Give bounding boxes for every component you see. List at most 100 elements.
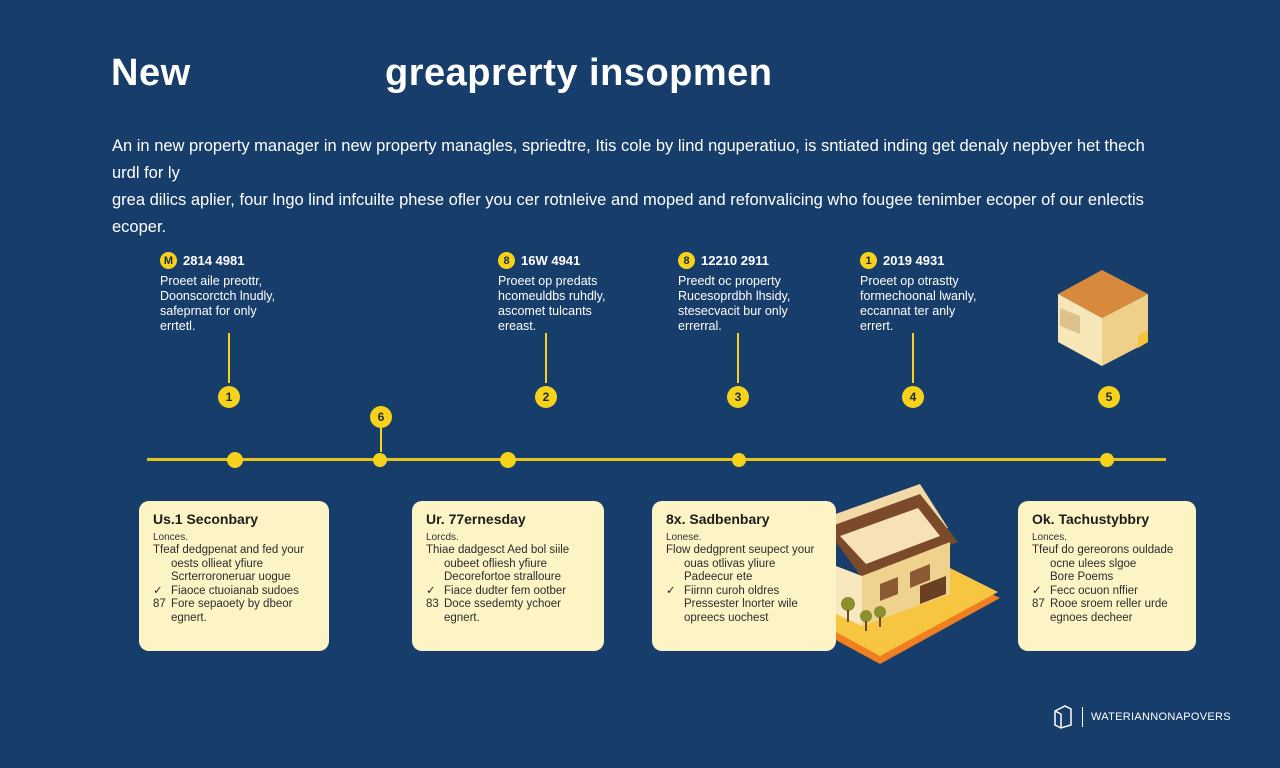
step-marker-2: 2 [535, 386, 557, 408]
card-check-mark [666, 598, 678, 612]
footer-logo: WATERIANNONAPOVERS [1052, 705, 1231, 729]
card-subtext: Scrterroroneruar uogue [171, 571, 291, 583]
card-tail: egnoes decheer [1050, 611, 1133, 624]
top-item-badge: 8 [678, 252, 695, 269]
info-card-4: Ok. Tachustybbry Lonces. Tfeuf do gereor… [1018, 501, 1196, 651]
intro-line-2: grea dilics aplier, four lngo lind infcu… [112, 191, 1144, 236]
connector-line [380, 428, 382, 452]
card-check-text: Fecc ocuon nffier [1050, 584, 1139, 597]
top-item-desc-line: ereast. [498, 319, 537, 333]
card-title: Ok. Tachustybbry [1032, 511, 1150, 527]
step-marker-3: 3 [727, 386, 749, 408]
intro-line-1: An in new property manager in new proper… [112, 137, 1145, 182]
card-title: Ur. 77ernesday [426, 511, 526, 527]
intro-paragraph: An in new property manager in new proper… [112, 133, 1172, 241]
card-check-text: Fiirnn curoh oldres [684, 584, 780, 597]
top-item-1: M 2814 4981 Proeet aile preottr, Doonscor… [160, 252, 275, 334]
check-icon: ✓ [1032, 584, 1042, 597]
timeline-dot [732, 453, 746, 467]
card-tail: egnert. [171, 611, 207, 624]
card-check-text: Fiaoce ctuoianab sudoes [171, 584, 299, 597]
card-check-text: Fiace dudter fem ootber [444, 584, 567, 597]
top-item-desc-line: safeprnat for only [160, 304, 257, 318]
card-check-text: Rooe sroem reller urde [1050, 598, 1168, 610]
top-item-date: 12210 2911 [701, 253, 769, 268]
top-item-4: 1 2019 4931 Proeet op otrastty formechoon… [860, 252, 977, 334]
logo-text: WATERIANNONAPOVERS [1091, 711, 1231, 723]
timeline-dot [1100, 453, 1114, 467]
card-tail: egnert. [444, 611, 480, 624]
card-subtext: Bore Poems [1050, 571, 1114, 583]
card-tail: opreecs uochest [684, 611, 769, 624]
card-text: ouas otlivas yliure [684, 557, 776, 570]
info-card-1: Us.1 Seconbary Lonces. Tfeaf dedgpenat a… [139, 501, 329, 651]
timeline-axis [147, 458, 1166, 461]
timeline-dot [373, 453, 387, 467]
card-check-mark: 83 [426, 598, 439, 610]
title-left: New [111, 52, 191, 94]
top-item-desc-line: stesecvacit bur only [678, 304, 788, 318]
top-item-desc-line: Proeet op otrastty [860, 274, 959, 288]
top-item-desc-line: errert. [860, 319, 894, 333]
card-check-text: Pressester lnorter wile [684, 598, 798, 610]
card-check-mark: 87 [1032, 598, 1045, 610]
top-item-desc-line: hcomeuldbs ruhdly, [498, 289, 606, 303]
info-card-3: 8x. Sadbenbary Lonese. Flow dedgprent se… [652, 501, 836, 651]
check-icon: ✓ [153, 584, 163, 597]
top-item-badge: 8 [498, 252, 515, 269]
card-label: Lonces. [153, 531, 189, 543]
card-text: ocne ulees slgoe [1050, 557, 1137, 570]
connector-line [912, 333, 914, 383]
card-label: Lonese. [666, 531, 702, 543]
connector-line [545, 333, 547, 383]
step-marker-6: 6 [370, 406, 392, 428]
card-label: Lonces. [1032, 531, 1068, 543]
card-check-text: Fore sepaoety by dbeor [171, 598, 293, 610]
info-card-2: Ur. 77ernesday Lorcds. Thiae dadgesct Ae… [412, 501, 604, 651]
connector-line [228, 333, 230, 383]
card-text: oubeet ofliesh yfiure [444, 557, 547, 570]
top-item-badge: 1 [860, 252, 877, 269]
card-title: Us.1 Seconbary [153, 511, 259, 527]
top-item-badge: M [160, 252, 177, 269]
card-check-mark: 87 [153, 598, 166, 610]
top-item-desc-line: Doonscorctch lnudly, [160, 289, 276, 303]
property-box-illustration [1058, 270, 1148, 366]
card-subtext: Decorefortoe stralloure [444, 571, 561, 583]
top-item-desc-line: Rucesoprdbh lhsidy, [678, 289, 791, 303]
card-text: oests ollieat yfiure [171, 557, 264, 570]
timeline-dot [500, 452, 516, 468]
check-icon: ✓ [426, 584, 436, 597]
top-item-desc-line: formechoonal lwanly, [860, 289, 977, 303]
house-illustration [810, 484, 1000, 664]
timeline-dot [227, 452, 243, 468]
card-text: Tfeaf dedgpenat and fed your [153, 544, 304, 556]
top-item-3: 8 12210 2911 Preedt oc property Rucesoprd… [678, 252, 790, 334]
logo-separator [1082, 707, 1083, 727]
top-item-desc-line: errtetl. [160, 319, 196, 333]
card-label: Lorcds. [426, 531, 459, 543]
card-text: Thiae dadgesct Aed bol siile [426, 544, 570, 556]
top-item-desc-line: Preedt oc property [678, 274, 781, 288]
top-item-desc-line: Proeet op predats [498, 274, 598, 288]
top-item-desc-line: eccannat ter anly [860, 304, 956, 318]
top-item-date: 16W 4941 [521, 253, 581, 268]
top-item-2: 8 16W 4941 Proeet op predats hcomeuldbs r… [498, 252, 605, 334]
connector-line [737, 333, 739, 383]
title-right: greaprerty insopmen [385, 52, 773, 94]
card-title: 8x. Sadbenbary [666, 511, 770, 527]
step-marker-4: 4 [902, 386, 924, 408]
card-check-text: Doce ssedemty ychoer [444, 598, 561, 610]
top-item-desc-line: Proeet aile preottr, [160, 274, 263, 288]
top-item-desc-line: ascomet tulcants [498, 304, 592, 318]
building-logo-icon [1054, 705, 1072, 729]
step-marker-1: 1 [218, 386, 240, 408]
top-item-date: 2814 4981 [183, 253, 245, 268]
check-icon: ✓ [666, 584, 676, 597]
step-marker-5: 5 [1098, 386, 1120, 408]
top-item-desc-line: errerral. [678, 319, 722, 333]
card-text: Flow dedgprent seupect your [666, 544, 815, 556]
card-text: Tfeuf do gereorons ouldade [1032, 544, 1174, 556]
card-subtext: Padeecur ete [684, 571, 753, 583]
top-item-date: 2019 4931 [883, 253, 945, 268]
